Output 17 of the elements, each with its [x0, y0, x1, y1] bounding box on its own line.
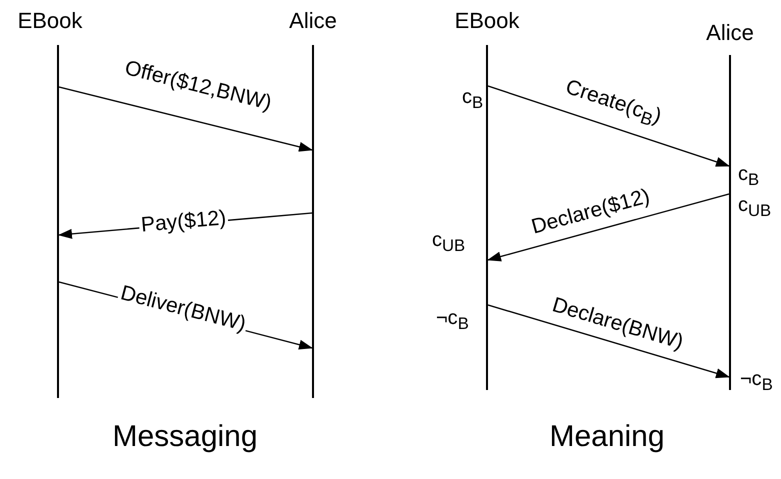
state-label: ¬c$_{B}$	[436, 307, 469, 335]
message-arrow	[488, 85, 730, 167]
panel-caption: Meaning	[549, 420, 665, 454]
lifeline-heading: EBook	[18, 8, 82, 34]
lifeline-heading: Alice	[289, 8, 337, 34]
panel-caption: Messaging	[112, 420, 258, 454]
state-label: c$_{B}$	[738, 163, 760, 191]
message-arrow	[487, 193, 730, 262]
lifeline-heading: EBook	[454, 8, 520, 34]
state-label: c$_{B}$	[462, 86, 484, 114]
state-label: c$_{UB}$	[738, 194, 772, 222]
message-arrow	[58, 86, 313, 152]
state-label: c$_{UB}$	[432, 229, 466, 257]
lifeline-heading: Alice	[706, 20, 754, 46]
message-arrow	[488, 304, 730, 378]
state-label: ¬c$_{B}$	[740, 368, 773, 396]
message-label: Pay($12)	[138, 207, 228, 237]
